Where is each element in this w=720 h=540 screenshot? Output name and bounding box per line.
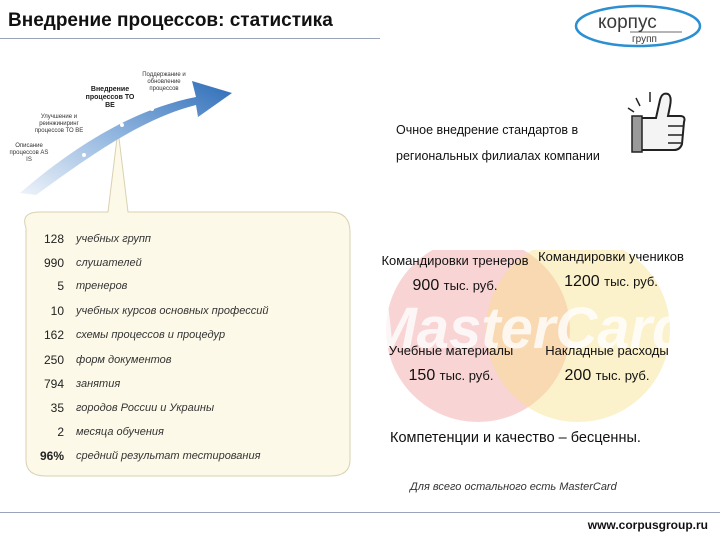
stat-text: средний результат тестирования bbox=[76, 450, 261, 462]
cost-label: Командировки тренеров bbox=[381, 253, 529, 268]
stat-text: занятия bbox=[76, 378, 121, 390]
cost-unit: тыс. руб. bbox=[604, 274, 658, 289]
cost-value: 900 bbox=[412, 277, 440, 294]
ochnoe-line-2: региональных филиалах компании bbox=[396, 149, 600, 163]
footer-url[interactable]: www.corpusgroup.ru bbox=[587, 518, 708, 532]
process-arrow-diagram bbox=[20, 81, 232, 195]
stat-number: 250 bbox=[43, 353, 64, 367]
cost-price: 1200 тыс. руб. bbox=[536, 273, 686, 290]
stat-row: 128 учебных групп bbox=[26, 232, 346, 254]
stat-row: 35 городов России и Украины bbox=[26, 401, 346, 423]
stat-text: форм документов bbox=[76, 354, 172, 366]
stat-text: схемы процессов и процедур bbox=[76, 329, 226, 341]
cost-label: Командировки учеников bbox=[538, 249, 684, 264]
speech-bubble bbox=[24, 129, 351, 477]
stat-text: тренеров bbox=[76, 280, 128, 292]
arrow-label-description: Описание процессов AS IS bbox=[9, 143, 49, 163]
stat-row: 5 тренеров bbox=[26, 279, 346, 301]
cost-label: Учебные материалы bbox=[388, 343, 514, 358]
page-title: Внедрение процессов: статистика bbox=[8, 10, 333, 31]
stat-row: 250 форм документов bbox=[26, 353, 346, 375]
stat-text: учебных групп bbox=[76, 233, 151, 245]
cost-value: 150 bbox=[408, 367, 436, 384]
mastercard-line: Для всего остального есть MasterCard bbox=[410, 481, 617, 493]
stat-number: 10 bbox=[50, 304, 64, 318]
stat-row: 794 занятия bbox=[26, 377, 346, 399]
arrow-label-support: Поддержание и обновление процессов bbox=[142, 72, 186, 92]
stat-row: 10 учебных курсов основных профессий bbox=[26, 304, 346, 326]
stat-number: 162 bbox=[43, 328, 64, 342]
arrow-label-implementation: Внедрение процессов ТО ВЕ bbox=[85, 86, 135, 110]
company-logo: корпус групп bbox=[574, 4, 702, 48]
arrow-label-improvement: Улучшение и реинжиниринг процессов ТО ВЕ bbox=[34, 114, 84, 134]
cost-price: 900 тыс. руб. bbox=[380, 277, 530, 294]
stat-text: учебных курсов основных профессий bbox=[76, 305, 269, 317]
stat-text: месяца обучения bbox=[76, 426, 164, 438]
thumbs-up-icon bbox=[627, 92, 686, 153]
stat-row: 990 слушателей bbox=[26, 256, 346, 278]
stat-number: 990 bbox=[43, 256, 64, 270]
stat-row: 162 схемы процессов и процедур bbox=[26, 328, 346, 350]
stat-number: 35 bbox=[50, 401, 64, 415]
mastercard-watermark-text: MasterCard bbox=[368, 296, 688, 361]
mastercard-watermark: MasterCard bbox=[368, 250, 688, 422]
stat-number: 2 bbox=[57, 425, 64, 439]
title-divider bbox=[0, 38, 380, 39]
cost-unit: тыс. руб. bbox=[595, 368, 650, 383]
kompetencii-text: Компетенции и качество – бесценны. bbox=[390, 430, 641, 446]
cost-value: 1200 bbox=[564, 273, 600, 290]
stat-row: 2 месяца обучения bbox=[26, 425, 346, 447]
ochnoe-text: Очное внедрение стандартов в региональны… bbox=[396, 117, 600, 169]
stat-text: городов России и Украины bbox=[76, 402, 215, 414]
cost-price: 200 тыс. руб. bbox=[532, 367, 682, 384]
cost-label: Накладные расходы bbox=[545, 343, 669, 358]
cost-cell: Учебные материалы 150 тыс. руб. bbox=[376, 342, 526, 384]
ochnoe-line-1: Очное внедрение стандартов в bbox=[396, 123, 579, 137]
cost-price: 150 тыс. руб. bbox=[376, 367, 526, 384]
cost-value: 200 bbox=[564, 367, 592, 384]
cost-cell: Командировки тренеров 900 тыс. руб. bbox=[380, 252, 530, 294]
logo-text-bottom: групп bbox=[632, 34, 657, 45]
stat-number: 128 bbox=[43, 232, 64, 246]
logo-text-top: корпус bbox=[598, 12, 657, 33]
footer-divider bbox=[0, 512, 720, 513]
cost-cell: Накладные расходы 200 тыс. руб. bbox=[532, 342, 682, 384]
cost-cell: Командировки учеников 1200 тыс. руб. bbox=[536, 248, 686, 290]
cost-unit: тыс. руб. bbox=[439, 368, 494, 383]
stat-number: 5 bbox=[57, 279, 64, 293]
stat-row: 96% средний результат тестирования bbox=[26, 449, 346, 471]
stat-number: 96% bbox=[39, 449, 64, 463]
cost-unit: тыс. руб. bbox=[443, 278, 498, 293]
stat-text: слушателей bbox=[76, 257, 142, 269]
stat-number: 794 bbox=[43, 377, 64, 391]
